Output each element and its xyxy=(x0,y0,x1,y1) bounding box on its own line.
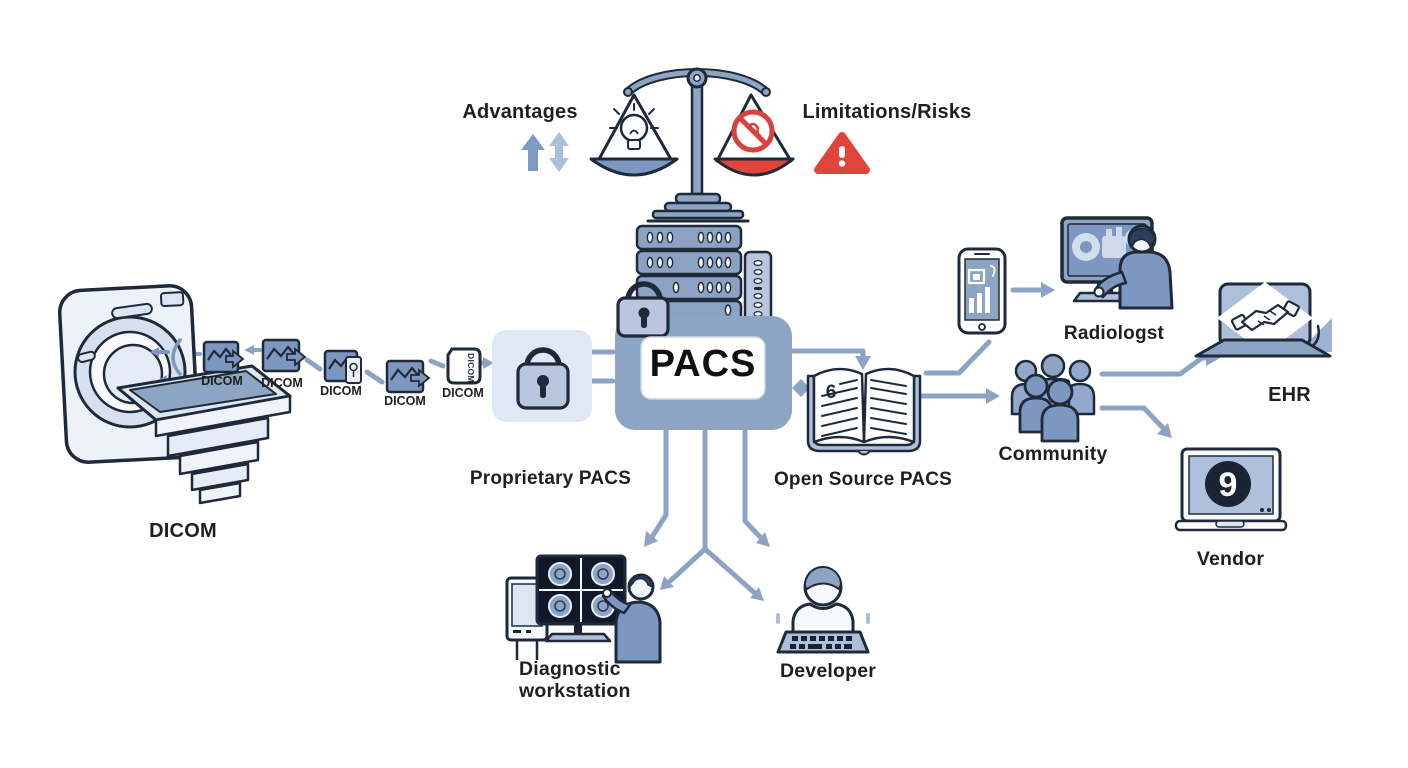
workstation-label-line2: workstation xyxy=(519,680,631,703)
workstation-label-line1: Diagnostic xyxy=(519,658,621,680)
vendor-logo-glyph: 9 xyxy=(1219,466,1238,504)
dicom-card-icon: DICOM xyxy=(446,347,482,385)
proprietary-pacs-label: Proprietary PACS xyxy=(469,468,632,489)
dicom-file-label-5: DICOM xyxy=(442,386,484,400)
developer-label: Developer xyxy=(779,660,877,682)
dicom-file-icon-3 xyxy=(323,349,362,384)
radiologist-label: Radiologst xyxy=(1063,323,1165,344)
connector-arrows xyxy=(186,282,1220,601)
radiologist-icon xyxy=(1060,216,1174,310)
limitations-label: Limitations/Risks xyxy=(802,101,972,123)
book-page-glyph: 6 xyxy=(826,382,837,403)
vendor-label: Vendor xyxy=(1196,548,1265,570)
dicom-file-icon-1 xyxy=(202,340,245,374)
diagnostic-workstation-icon xyxy=(505,554,662,664)
dicom-file-label-4: DICOM xyxy=(384,394,426,408)
dicom-file-label-3: DICOM xyxy=(320,384,362,398)
smartphone-icon xyxy=(957,247,1007,335)
advantages-label: Advantages xyxy=(462,101,578,123)
dicom-file-icon-2 xyxy=(261,338,307,373)
dicom-file-label-2: DICOM xyxy=(261,376,303,390)
dicom-card-text: DICOM xyxy=(466,353,476,383)
pacs-box xyxy=(615,281,792,430)
workstation-label: Diagnostic workstation xyxy=(519,658,669,703)
open-book-icon: 6 xyxy=(806,367,922,456)
developer-icon xyxy=(776,565,870,654)
ehr-handshake-icon xyxy=(1194,282,1332,358)
ehr-label: EHR xyxy=(1268,384,1311,406)
advantages-arrows-icon xyxy=(521,132,569,172)
warning-triangle-icon xyxy=(814,132,870,174)
community-label: Community xyxy=(998,443,1108,465)
server-stack-icon xyxy=(635,224,773,332)
proprietary-lock-icon xyxy=(492,330,592,422)
dicom-file-icon-4 xyxy=(385,359,431,394)
open-source-pacs-label: Open Source PACS xyxy=(773,469,953,490)
community-icon xyxy=(1010,353,1096,443)
dicom-file-label-1: DICOM xyxy=(201,374,243,388)
vendor-laptop-icon: 9 xyxy=(1174,447,1288,532)
balance-scale-icon xyxy=(589,67,795,223)
ct-scanner-icon xyxy=(57,284,292,505)
server-lock-icon xyxy=(616,281,670,338)
pacs-label: PACS xyxy=(649,343,757,385)
dicom-scanner-label: DICOM xyxy=(149,520,217,542)
